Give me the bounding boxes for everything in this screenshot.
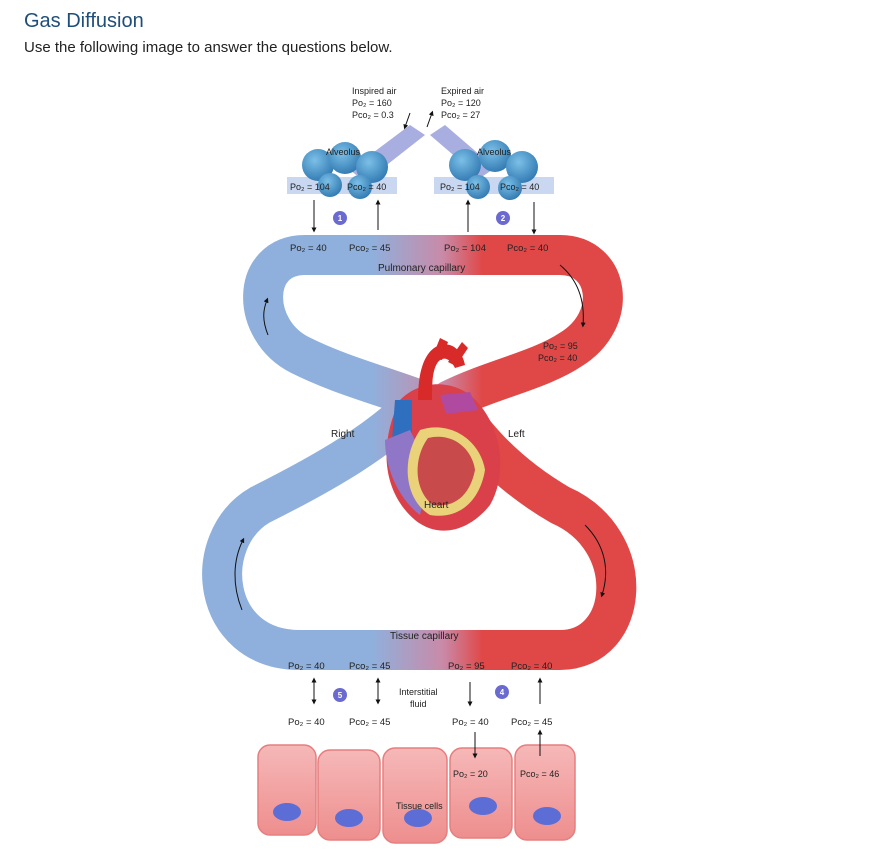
if-right-po2: Po₂ = 40	[452, 717, 489, 728]
inspired-po2: Po₂ = 160	[352, 98, 392, 108]
svg-text:5: 5	[338, 691, 343, 700]
if-left-pco2: Pco₂ = 45	[349, 717, 390, 728]
expired-po2: Po₂ = 120	[441, 98, 481, 108]
arterial-pco2: Pco₂ = 40	[538, 353, 577, 363]
tc-left-pco2: Pco₂ = 45	[349, 661, 390, 672]
tissue-cells-label: Tissue cells	[396, 801, 443, 811]
left-side-label: Left	[508, 429, 525, 440]
pulmonary-capillary-label: Pulmonary capillary	[378, 263, 465, 274]
alveolus-left-pco2: Pco₂ = 40	[347, 182, 386, 192]
alveolus-right	[434, 140, 554, 200]
pulm-left-pco2: Pco₂ = 45	[349, 243, 390, 254]
interstitial-label-1: Interstitial	[399, 687, 438, 697]
pulm-left-po2: Po₂ = 40	[290, 243, 327, 254]
expired-pco2: Pco₂ = 27	[441, 110, 480, 120]
alveolus-right-pco2: Pco₂ = 40	[500, 182, 539, 192]
tissue-capillary-label: Tissue capillary	[390, 631, 459, 642]
svg-text:2: 2	[501, 214, 506, 223]
flow-arrow-sys-left	[234, 537, 245, 611]
circulation-loop	[202, 235, 637, 670]
pulm-right-pco2: Pco₂ = 40	[507, 243, 548, 254]
alveolus-left	[287, 142, 397, 199]
if-right-pco2: Pco₂ = 45	[511, 717, 552, 728]
heart-illustration	[385, 338, 501, 531]
arterial-po2: Po₂ = 95	[543, 341, 578, 351]
diffusion-arrows	[311, 199, 543, 759]
marker-5: 5	[333, 688, 347, 702]
inspired-air-title: Inspired air	[352, 86, 397, 96]
tc-left-po2: Po₂ = 40	[288, 661, 325, 672]
right-side-label: Right	[331, 429, 355, 440]
alveolus-left-label: Alveolus	[326, 147, 361, 157]
expired-air-title: Expired air	[441, 86, 484, 96]
interstitial-label-2: fluid	[410, 699, 427, 709]
flow-arrow-pulm-right	[559, 264, 586, 328]
alveolus-left-po2: Po₂ = 104	[290, 182, 330, 192]
heart-label: Heart	[424, 500, 449, 511]
marker-1: 1	[333, 211, 347, 225]
svg-text:4: 4	[500, 688, 505, 697]
flow-arrow-sys-right	[584, 524, 607, 598]
page-title: Gas Diffusion	[24, 10, 144, 32]
if-left-po2: Po₂ = 40	[288, 717, 325, 728]
tc-right-po2: Po₂ = 95	[448, 661, 485, 672]
pulm-right-po2: Po₂ = 104	[444, 243, 486, 254]
tc-right-pco2: Pco₂ = 40	[511, 661, 552, 672]
cells-po2: Po₂ = 20	[453, 769, 488, 779]
inspired-pco2: Pco₂ = 0.3	[352, 110, 394, 120]
tissue-cells	[257, 744, 576, 844]
alveolus-right-label: Alveolus	[477, 147, 512, 157]
marker-2: 2	[496, 211, 510, 225]
cells-pco2: Pco₂ = 46	[520, 769, 559, 779]
marker-4: 4	[495, 685, 509, 699]
flow-arrow-pulm-left	[263, 297, 269, 336]
svg-text:1: 1	[338, 214, 343, 223]
page-instruction: Use the following image to answer the qu…	[24, 39, 393, 56]
alveolus-right-po2: Po₂ = 104	[440, 182, 480, 192]
